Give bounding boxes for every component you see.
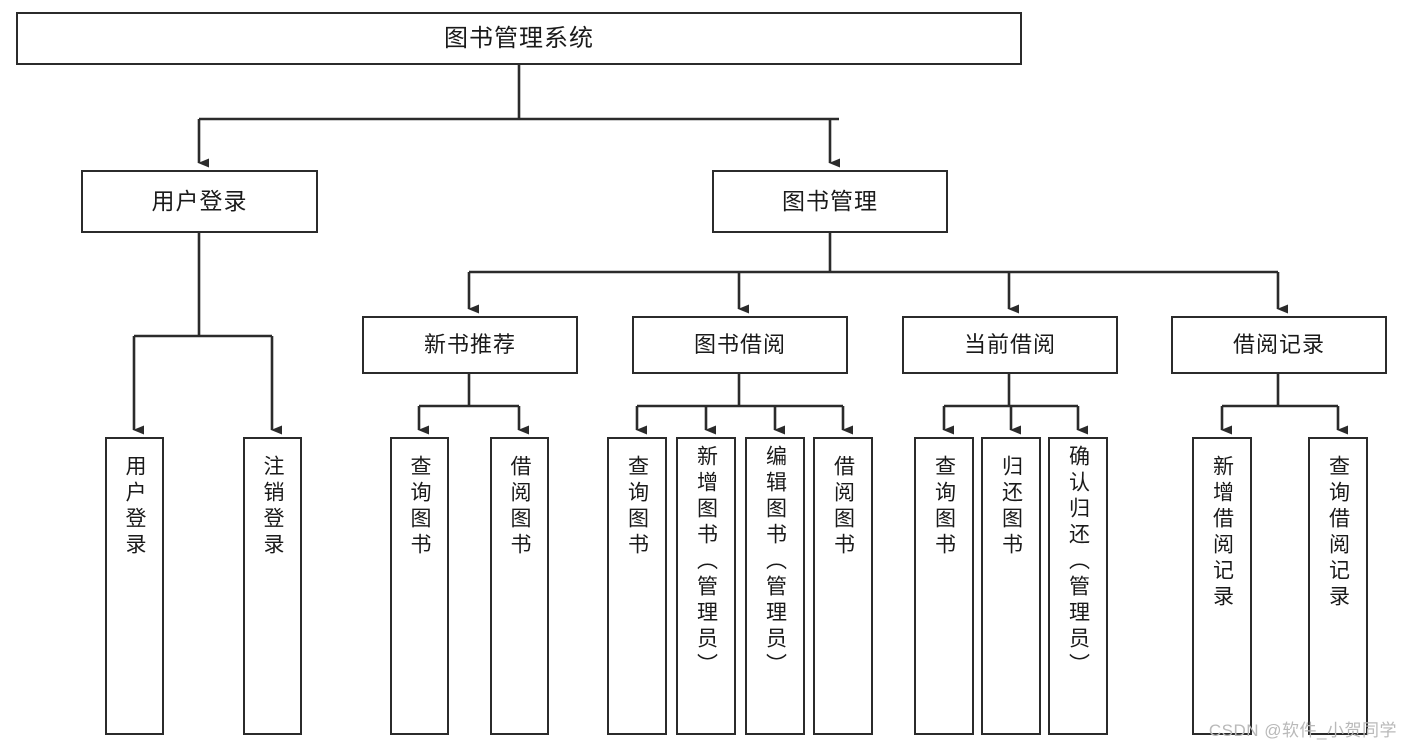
node-leaf-query-book-3-label: 查询图书 [932, 455, 956, 559]
csdn-watermark: CSDN @软件_小贺同学 [1208, 721, 1397, 740]
node-book-management[interactable]: 图书管理 [712, 170, 948, 233]
node-leaf-query-book-2-label: 查询图书 [625, 455, 649, 559]
node-borrow-record[interactable]: 借阅记录 [1171, 316, 1387, 374]
node-leaf-query-record[interactable]: 查询借阅记录 [1308, 437, 1368, 735]
node-leaf-query-book-2[interactable]: 查询图书 [607, 437, 667, 735]
node-leaf-user-login[interactable]: 用户登录 [105, 437, 164, 735]
node-leaf-logout-login-label: 注销登录 [261, 455, 284, 559]
node-root-book-management-system[interactable]: 图书管理系统 [16, 12, 1022, 65]
node-leaf-query-book-3[interactable]: 查询图书 [914, 437, 974, 735]
node-leaf-confirm-return[interactable]: 确认归还（管理员） [1048, 437, 1108, 735]
node-current-borrow[interactable]: 当前借阅 [902, 316, 1118, 374]
node-root-label: 图书管理系统 [444, 24, 594, 52]
node-leaf-add-book-label: 新增图书（管理员） [694, 445, 718, 679]
node-leaf-query-record-label: 查询借阅记录 [1326, 455, 1350, 611]
node-leaf-user-login-label: 用户登录 [123, 455, 146, 559]
node-book-borrow[interactable]: 图书借阅 [632, 316, 848, 374]
node-new-book-recommend[interactable]: 新书推荐 [362, 316, 578, 374]
node-leaf-edit-book[interactable]: 编辑图书（管理员） [745, 437, 805, 735]
node-user-login-label: 用户登录 [151, 188, 248, 215]
node-leaf-borrow-book-1-label: 借阅图书 [508, 455, 531, 559]
node-leaf-confirm-return-label: 确认归还（管理员） [1066, 445, 1090, 679]
node-leaf-query-book-1-label: 查询图书 [408, 455, 431, 559]
node-leaf-logout-login[interactable]: 注销登录 [243, 437, 302, 735]
node-user-login[interactable]: 用户登录 [81, 170, 318, 233]
node-leaf-borrow-book-2-label: 借阅图书 [831, 455, 855, 559]
node-leaf-add-record-label: 新增借阅记录 [1210, 455, 1234, 611]
node-book-borrow-label: 图书借阅 [693, 332, 786, 358]
node-leaf-query-book-1[interactable]: 查询图书 [390, 437, 449, 735]
node-leaf-add-book[interactable]: 新增图书（管理员） [676, 437, 736, 735]
node-leaf-add-record[interactable]: 新增借阅记录 [1192, 437, 1252, 735]
node-leaf-return-book[interactable]: 归还图书 [981, 437, 1041, 735]
node-borrow-record-label: 借阅记录 [1232, 332, 1325, 358]
node-current-borrow-label: 当前借阅 [963, 332, 1056, 358]
node-book-management-label: 图书管理 [782, 188, 878, 215]
node-new-book-recommend-label: 新书推荐 [423, 332, 516, 358]
node-leaf-edit-book-label: 编辑图书（管理员） [763, 445, 787, 679]
node-leaf-borrow-book-2[interactable]: 借阅图书 [813, 437, 873, 735]
node-leaf-return-book-label: 归还图书 [999, 455, 1023, 559]
node-leaf-borrow-book-1[interactable]: 借阅图书 [490, 437, 549, 735]
